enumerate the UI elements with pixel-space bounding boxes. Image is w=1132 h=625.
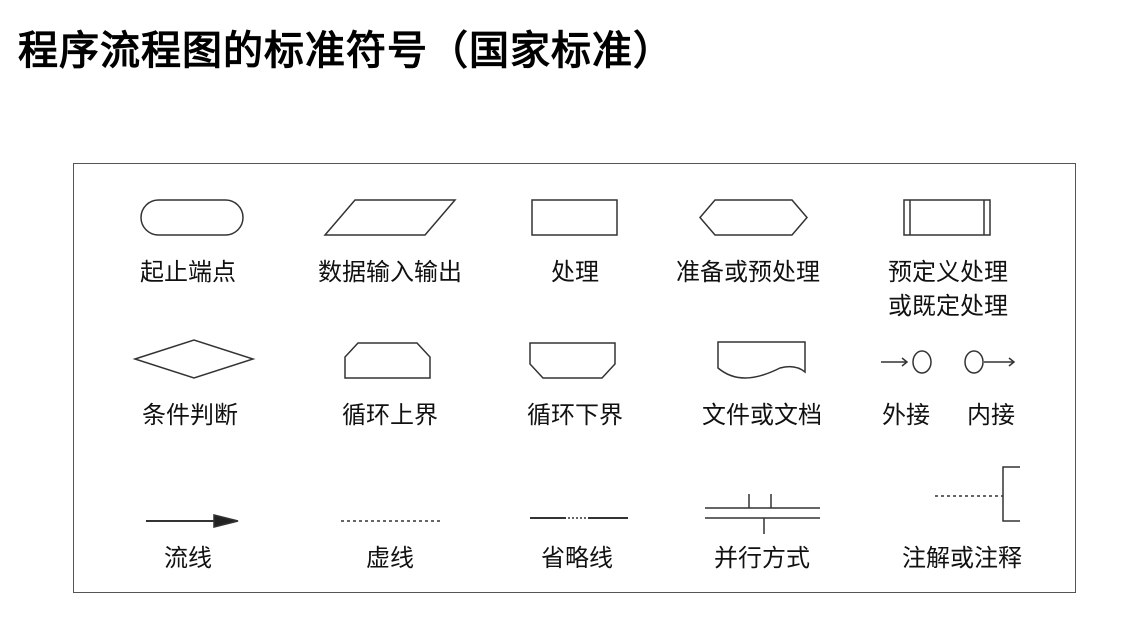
label-preparation: 准备或预处理 — [676, 258, 820, 286]
loop-lower-symbol — [529, 342, 616, 379]
preparation-symbol — [699, 199, 808, 236]
terminal-symbol — [140, 199, 244, 236]
label-parallel: 并行方式 — [714, 544, 810, 572]
annotation-symbol — [935, 466, 1020, 522]
label-loop-lower: 循环下界 — [527, 401, 623, 429]
label-terminal: 起止端点 — [140, 258, 236, 286]
connector-out-symbol — [881, 350, 932, 374]
label-loop-upper: 循环上界 — [342, 401, 438, 429]
label-connector-in: 内接 — [967, 401, 1015, 429]
label-io: 数据输入输出 — [318, 258, 462, 286]
label-dashed-line: 虚线 — [366, 544, 414, 572]
parallel-symbol — [705, 494, 820, 534]
process-symbol — [531, 199, 618, 236]
decision-symbol — [132, 339, 256, 379]
connector-in-symbol — [964, 350, 1016, 374]
label-flow-line: 流线 — [164, 544, 212, 572]
label-document: 文件或文档 — [702, 401, 822, 429]
flow-line-symbol — [146, 514, 239, 528]
label-process: 处理 — [551, 258, 599, 286]
label-ellipsis-line: 省略线 — [541, 544, 613, 572]
label-connector-out: 外接 — [882, 401, 930, 429]
label-predefined-1: 预定义处理 — [888, 258, 1008, 286]
document-symbol — [717, 341, 806, 379]
loop-upper-symbol — [344, 342, 431, 379]
label-annotation: 注解或注释 — [902, 544, 1022, 572]
symbols-frame — [73, 163, 1076, 593]
predefined-symbol — [903, 199, 991, 236]
page-title: 程序流程图的标准符号（国家标准） — [18, 27, 674, 74]
label-decision: 条件判断 — [142, 401, 238, 429]
io-symbol — [323, 199, 457, 236]
label-predefined-2: 或既定处理 — [888, 292, 1008, 320]
